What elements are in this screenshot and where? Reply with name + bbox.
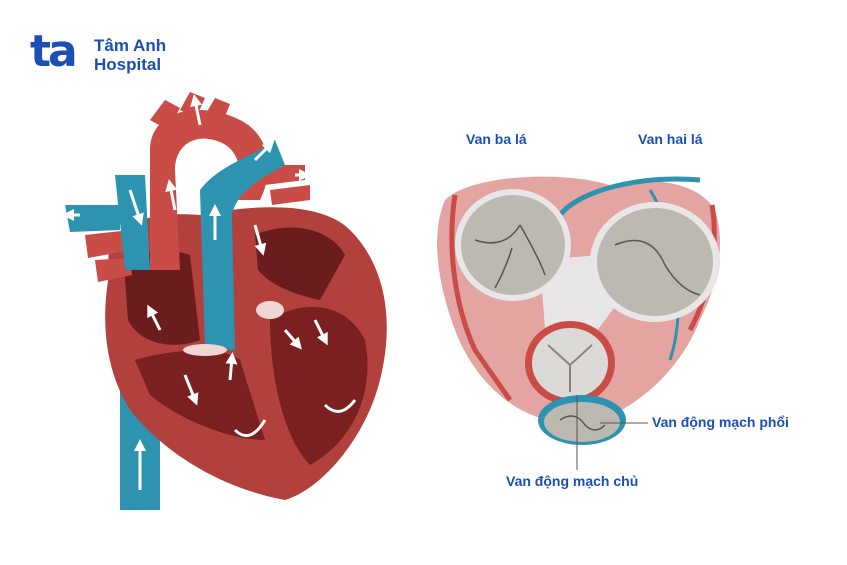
tricuspid-valve-cross (183, 344, 227, 356)
hospital-logo: ta Tâm Anh Hospital (30, 30, 190, 80)
coronary-vein-top (558, 176, 701, 217)
tricuspid-valve-leaflet-lines (474, 224, 546, 289)
pulmonary-vein-left-2 (95, 258, 132, 282)
right-atrium-chamber (125, 250, 200, 345)
swirl-arrow (323, 399, 357, 413)
aorta-branch-1 (150, 100, 180, 130)
flow-arrow (183, 374, 199, 406)
left-atrium-chamber (255, 227, 345, 300)
aortic-valve (532, 328, 608, 398)
logo-line-1: Tâm Anh (94, 36, 167, 55)
label-tricuspid-valve: Van ba lá (466, 131, 527, 147)
swirl-arrow (233, 419, 267, 438)
flow-arrow (147, 304, 162, 331)
tricuspid-valve (461, 195, 565, 295)
flow-arrow (253, 224, 267, 256)
mitral-valve-leaflet-line (614, 239, 701, 296)
flow-arrow (313, 319, 328, 346)
heart-valves-top-view (437, 176, 720, 470)
right-ventricle-chamber (135, 350, 265, 440)
label-pulmonary-valve: Van động mạch phổi (652, 414, 789, 430)
aortic-valve-leaflet-lines (547, 344, 593, 392)
flow-arrow (190, 94, 203, 126)
blood-flow-arrows (62, 94, 328, 490)
mitral-valve (597, 208, 713, 316)
pulmonary-vein-right-2 (270, 185, 310, 205)
logo-wordmark: Tâm Anh Hospital (94, 36, 166, 74)
flow-arrow (128, 189, 144, 226)
flow-arrow (253, 140, 275, 162)
aorta (150, 110, 269, 270)
flow-arrow (283, 329, 302, 350)
aorta-branch-3 (205, 98, 230, 124)
heart-cross-section (62, 92, 387, 510)
logo-line-2: Hospital (94, 55, 162, 74)
pulmonary-artery-left (65, 205, 120, 232)
flow-arrow (165, 179, 178, 211)
pulmonary-valve-leaflet-lines (559, 415, 606, 431)
flow-arrow (225, 352, 238, 381)
label-mitral-valve: Van hai lá (638, 131, 703, 147)
pulmonary-trunk (200, 140, 285, 350)
label-aortic-valve: Van động mạch chủ (506, 473, 639, 489)
mitral-valve-cross (256, 301, 284, 319)
logo-mark: ta (30, 26, 78, 77)
coronary-artery-left (449, 194, 513, 402)
pulmonary-vein-left (85, 230, 132, 258)
